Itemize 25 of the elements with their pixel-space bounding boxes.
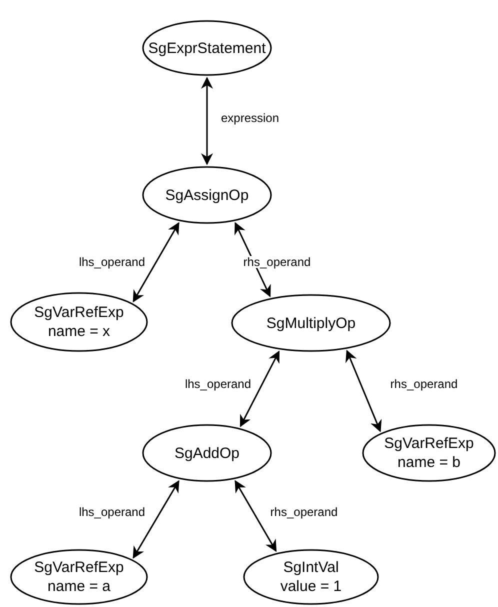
node-text: name = a bbox=[48, 577, 110, 596]
edge-label: lhs_operand bbox=[184, 378, 252, 390]
edge-label: expression bbox=[220, 112, 280, 124]
arrow bbox=[240, 350, 280, 428]
node-text: SgIntVal bbox=[283, 558, 339, 577]
arrow bbox=[132, 222, 180, 302]
node-text: SgAssignOp bbox=[165, 186, 249, 204]
node-text: SgVarRefExp bbox=[34, 303, 124, 322]
node-text: value = 1 bbox=[280, 577, 342, 596]
edge-label: rhs_operand bbox=[270, 506, 338, 518]
node-text: name = b bbox=[398, 453, 460, 472]
arrow bbox=[201, 76, 213, 166]
arrow bbox=[346, 350, 382, 432]
node-text: SgExprStatement bbox=[148, 38, 266, 58]
node-text: SgMultiplyOp bbox=[266, 314, 356, 332]
node-text: name = x bbox=[48, 322, 110, 341]
edge-label: lhs_operand bbox=[78, 256, 146, 268]
edge-label: lhs_operand bbox=[78, 506, 146, 518]
edge-label: rhs_operand bbox=[390, 378, 458, 390]
node-text: SgVarRefExp bbox=[384, 434, 474, 453]
edge-label: rhs_operand bbox=[243, 256, 311, 268]
arrow bbox=[132, 480, 180, 559]
node-text: SgAddOp bbox=[174, 444, 240, 462]
node-text: SgVarRefExp bbox=[34, 558, 124, 577]
arrow bbox=[234, 480, 277, 552]
